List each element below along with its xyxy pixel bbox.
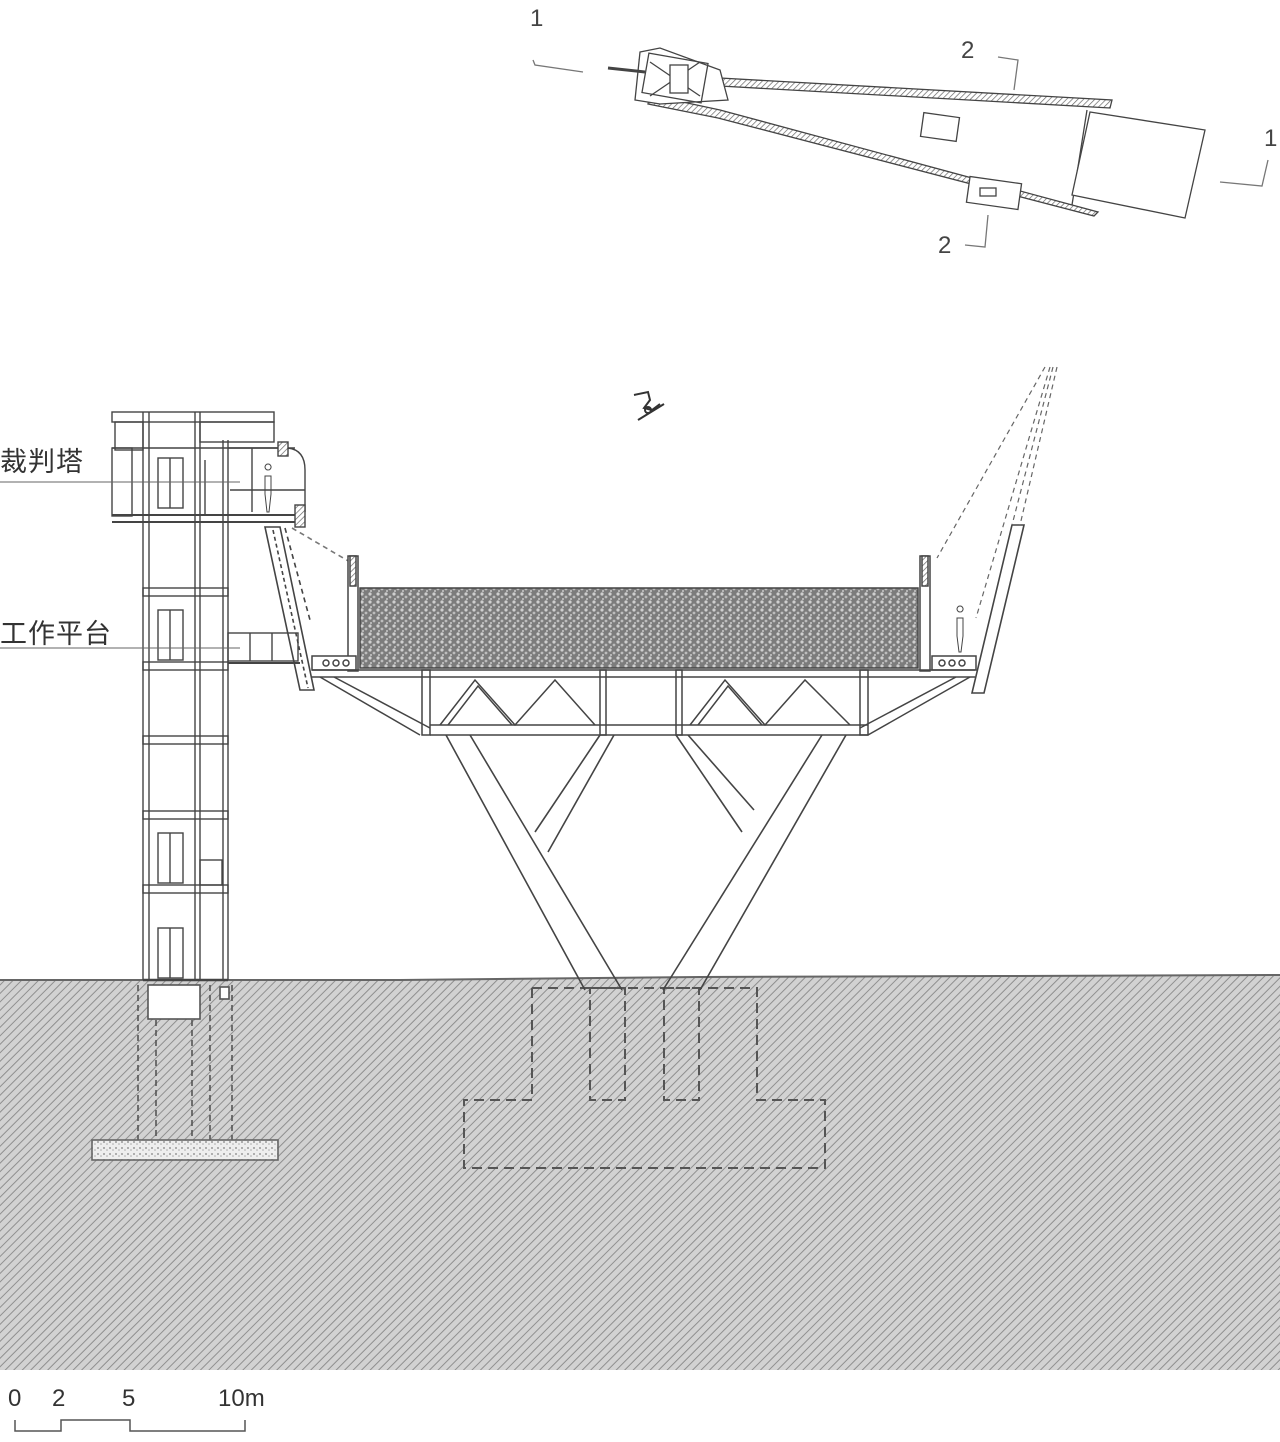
judge-tower [111, 411, 306, 982]
scale-tick-0: 0 [8, 1385, 22, 1412]
section-mark-1-left: 1 [530, 5, 544, 32]
scale-tick-5: 5 [122, 1385, 136, 1412]
scale-tick-2: 2 [52, 1385, 66, 1412]
left-inclined-wall [264, 526, 351, 691]
label-work-platform: 工作平台 [0, 619, 112, 650]
label-judge-tower: 裁判塔 [0, 447, 84, 478]
ground-section [0, 974, 1280, 1370]
v-column-foundation [463, 987, 826, 1169]
section-mark-1-right: 1 [1264, 125, 1278, 152]
tower-foundation [91, 984, 279, 1161]
scale-bar-graphic [14, 1419, 246, 1432]
section-mark-2-bottom: 2 [938, 232, 952, 259]
section-mark-2-top: 2 [961, 37, 975, 64]
platform-deck [311, 555, 977, 672]
label-leaders [0, 481, 240, 649]
skier-icon [633, 390, 665, 421]
right-inclined-wall [936, 366, 1058, 694]
scale-tick-10m: 10m [218, 1385, 265, 1412]
site-plan [532, 47, 1269, 248]
truss [312, 669, 975, 736]
v-columns [445, 734, 847, 991]
